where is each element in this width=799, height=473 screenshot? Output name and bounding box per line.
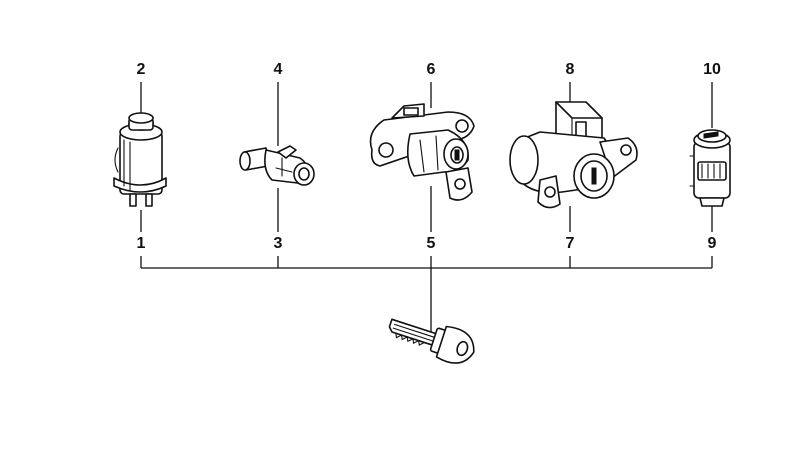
callout-2: 2 xyxy=(137,61,146,78)
callout-6: 6 xyxy=(427,61,436,78)
callout-10: 10 xyxy=(703,61,721,78)
callout-7: 7 xyxy=(566,235,575,252)
callout-4: 4 xyxy=(274,61,283,78)
pin-icon xyxy=(239,145,315,186)
trunk-lock-icon xyxy=(509,101,638,209)
door-lock-cylinder-icon xyxy=(113,112,167,207)
callout-8: 8 xyxy=(566,61,575,78)
ignition-cylinder-icon xyxy=(689,129,731,207)
callout-3: 3 xyxy=(274,235,283,252)
callout-5: 5 xyxy=(427,235,436,252)
callout-1: 1 xyxy=(137,235,146,252)
key-icon xyxy=(388,318,475,364)
lock-housing-icon xyxy=(369,103,475,201)
callout-9: 9 xyxy=(708,235,717,252)
bracket xyxy=(140,256,713,338)
